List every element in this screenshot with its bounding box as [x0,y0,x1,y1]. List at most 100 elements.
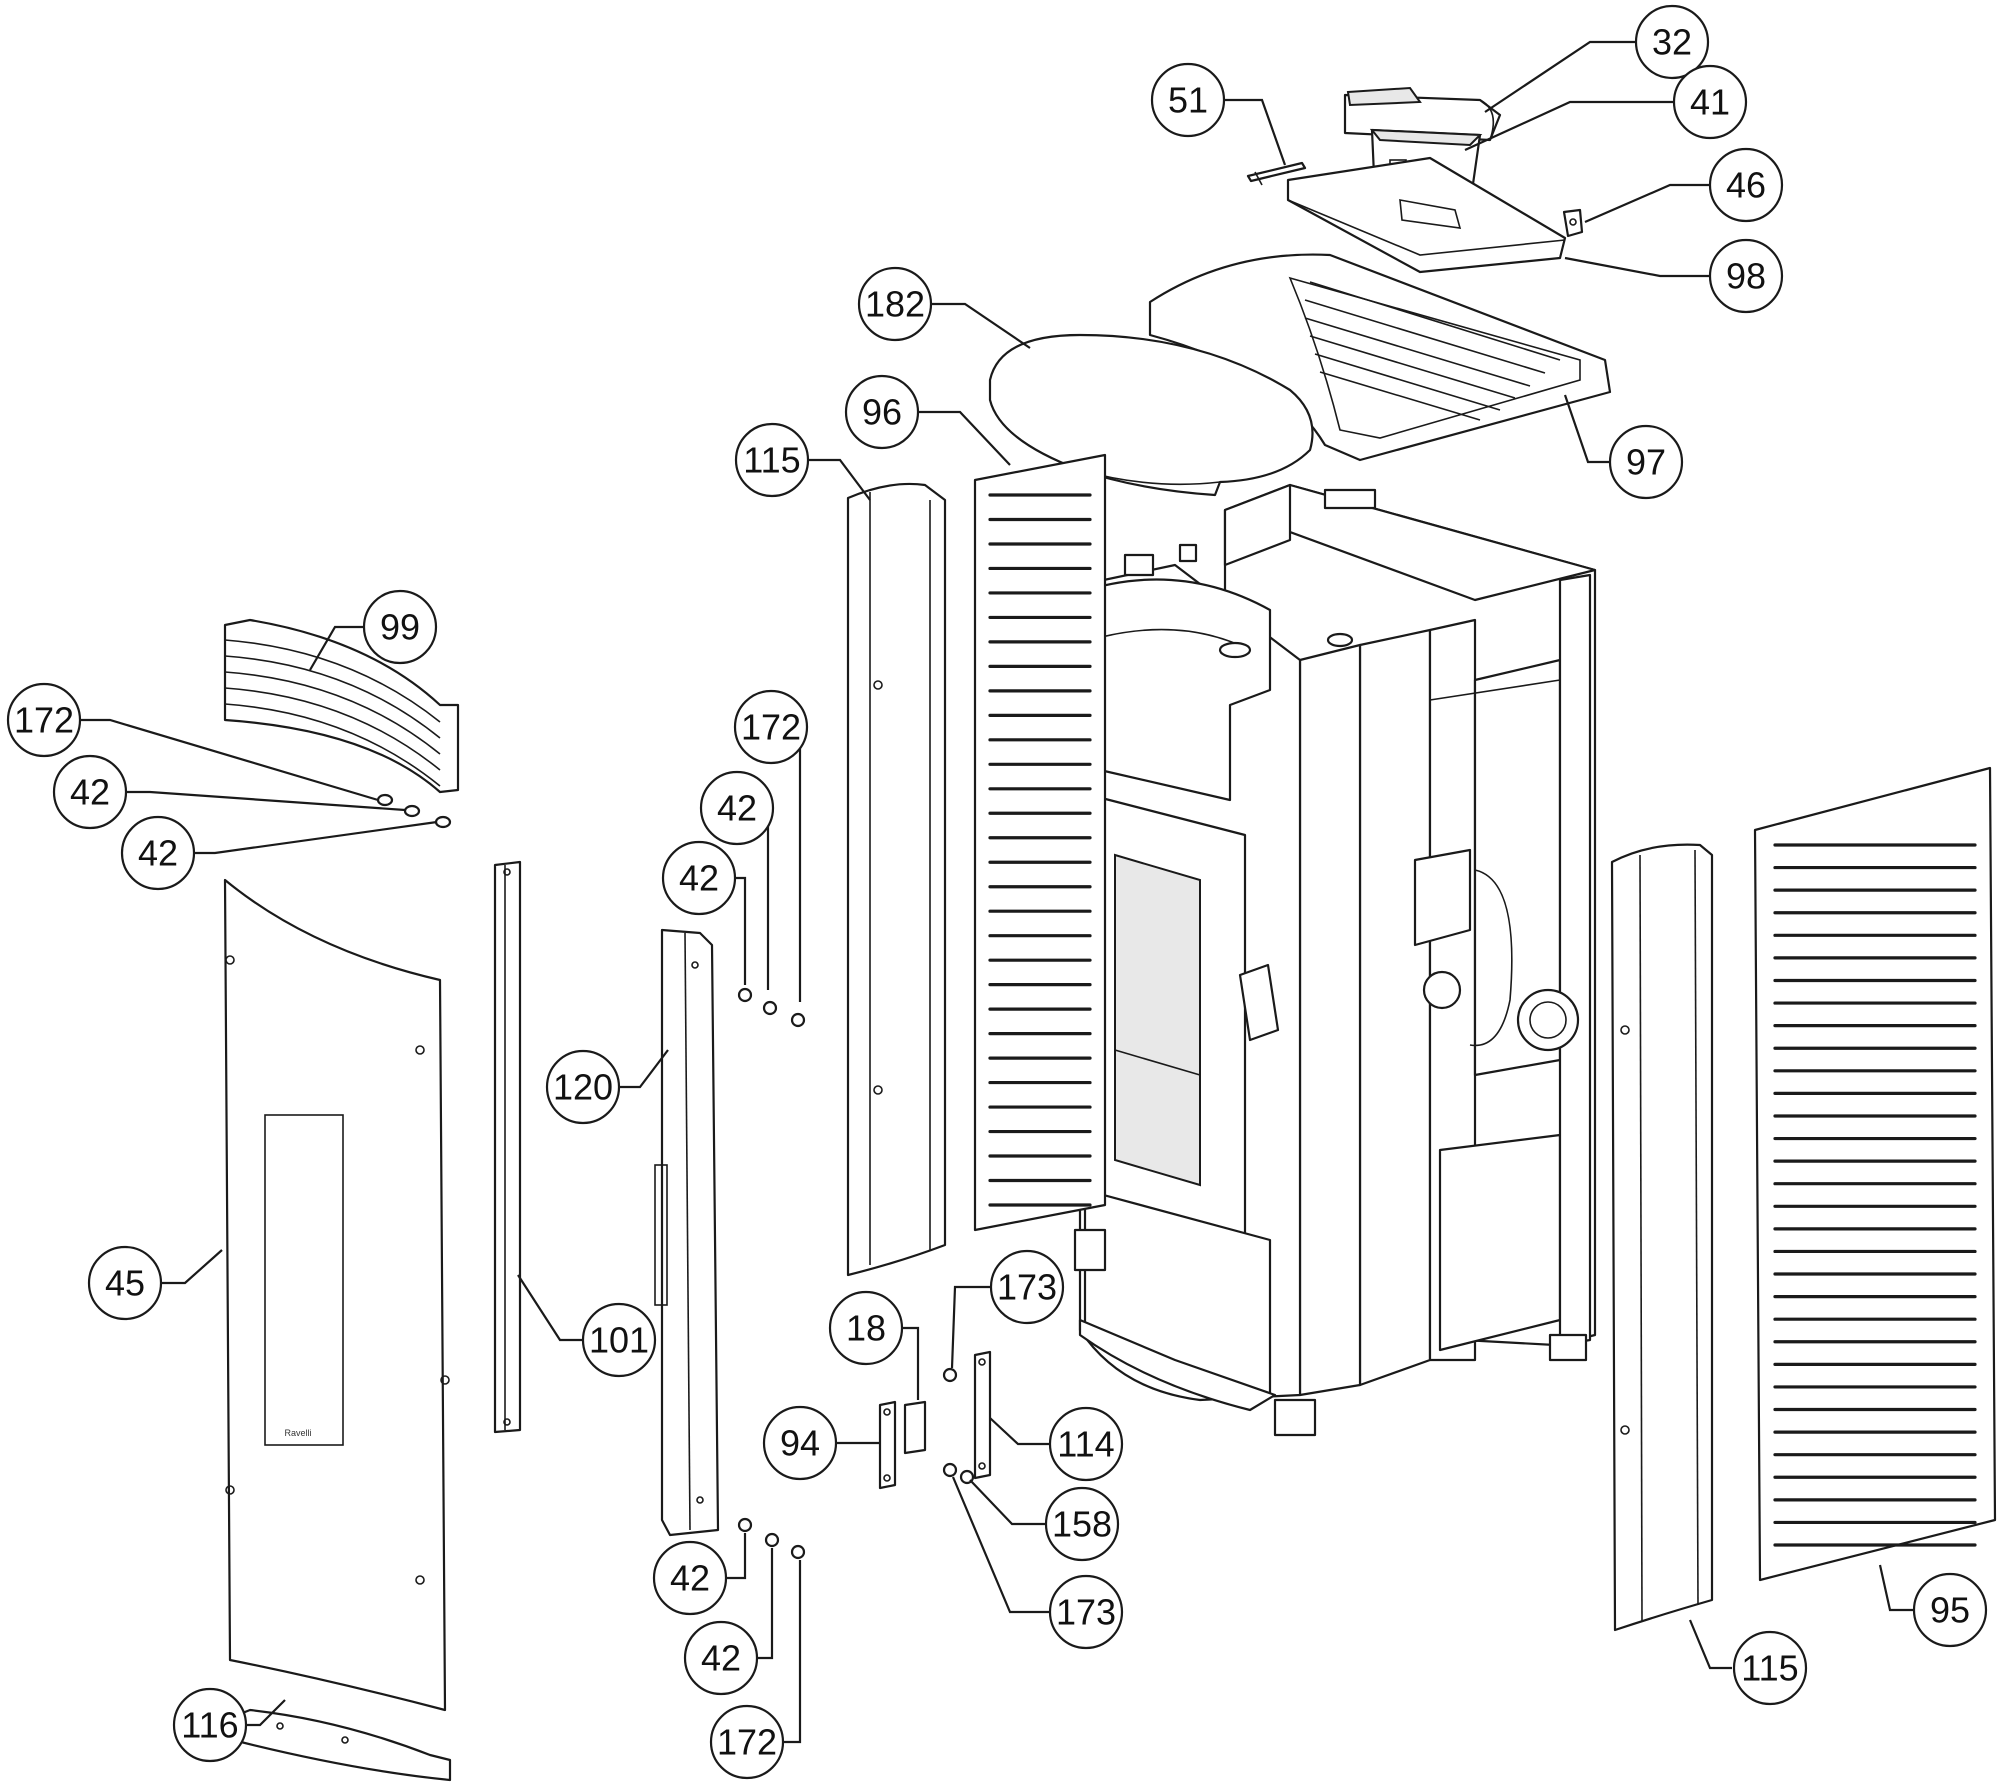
part-116-bottom-plinth [223,1708,452,1782]
callout-97: 97 [1608,424,1684,500]
callout-circle [762,1405,838,1481]
callout-label: 42 [138,833,178,874]
callout-label: 97 [1626,442,1666,483]
callout-circle [362,589,438,665]
callout-label: 115 [743,440,800,481]
part-95-right-louver-panel [1753,766,1997,1582]
callout-label: 18 [846,1308,886,1349]
fastener-173-158 [942,1367,975,1485]
callout-label: 172 [717,1722,777,1763]
callout-circle [857,266,933,342]
callout-51: 51 [1150,62,1226,138]
callout-label: 45 [105,1263,145,1304]
part-101-vertical-profile [493,860,522,1434]
callout-94: 94 [762,1405,838,1481]
callout-label: 42 [70,772,110,813]
callout-label: 98 [1726,256,1766,297]
callout-42: 42 [699,770,775,846]
callout-99: 99 [362,589,438,665]
callout-158: 158 [1044,1486,1120,1562]
callout-label: 42 [679,858,719,899]
part-115-left-trim [846,482,947,1277]
callout-circle [989,1249,1065,1325]
callout-115: 115 [734,422,810,498]
callout-18: 18 [828,1290,904,1366]
callout-circle [545,1049,621,1125]
callout-circle [844,374,920,450]
callout-172: 172 [733,689,809,765]
callout-label: 172 [14,700,74,741]
callout-label: 42 [717,788,757,829]
callout-116: 116 [172,1687,248,1763]
callout-circle [52,754,128,830]
callout-label: 116 [181,1705,238,1746]
part-51-bracket [1246,161,1307,186]
callout-115: 115 [1732,1630,1808,1706]
callout-42: 42 [683,1620,759,1696]
callout-circle [1708,238,1784,314]
fastener-group-upper [737,987,806,1028]
callout-circle [734,422,810,498]
callout-120: 120 [545,1049,621,1125]
part-94-latch-bracket [878,1400,897,1490]
callout-label: 51 [1168,80,1208,121]
callout-circle [733,689,809,765]
callout-circle [6,682,82,758]
callout-label: 173 [1056,1592,1116,1633]
callout-label: 46 [1726,165,1766,206]
callout-label: 172 [741,707,801,748]
callout-circle [581,1302,657,1378]
callout-label: 99 [380,607,420,648]
callout-circle [1150,62,1226,138]
callout-114: 114 [1048,1406,1124,1482]
callout-32: 32 [1634,4,1710,80]
callout-circle [1048,1406,1124,1482]
callout-172: 172 [6,682,82,758]
callout-173: 173 [1048,1574,1124,1650]
callout-42: 42 [652,1540,728,1616]
callout-182: 182 [857,266,933,342]
callout-42: 42 [661,840,737,916]
part-18-magnet [903,1400,927,1455]
callout-label: 32 [1652,22,1692,63]
callout-173: 173 [989,1249,1065,1325]
callout-96: 96 [844,374,920,450]
callout-95: 95 [1912,1572,1988,1648]
callout-label: 120 [553,1067,613,1108]
part-96-left-louver-panel [973,453,1107,1232]
callout-circle [1912,1572,1988,1648]
callout-45: 45 [87,1245,163,1321]
callout-circle [1048,1574,1124,1650]
part-114-strip [973,1350,992,1480]
callout-label: 96 [862,392,902,433]
callout-label: 41 [1690,82,1730,123]
callout-circle [828,1290,904,1366]
callout-label: 182 [865,284,925,325]
callout-circle [172,1687,248,1763]
callout-42: 42 [120,815,196,891]
callout-label: 114 [1057,1424,1114,1465]
part-98-top-plate [1286,156,1567,274]
callout-circle [1608,424,1684,500]
callout-41: 41 [1672,64,1748,140]
callout-circle [652,1540,728,1616]
callout-circle [1732,1630,1808,1706]
callout-101: 101 [581,1302,657,1378]
callout-98: 98 [1708,238,1784,314]
callout-42: 42 [52,754,128,830]
callout-label: 101 [589,1320,649,1361]
callout-172: 172 [709,1704,785,1780]
callout-label: 173 [997,1267,1057,1308]
fastener-group-left [376,793,452,829]
callout-label: 115 [1741,1648,1798,1689]
callout-circle [120,815,196,891]
part-32-hopper-lid [1343,86,1502,142]
callout-circle [1044,1486,1120,1562]
callout-circle [1672,64,1748,140]
part-46-clip [1562,208,1584,238]
callout-label: 158 [1052,1504,1112,1545]
callout-46: 46 [1708,147,1784,223]
front-panel-logo: Ravelli [284,1428,311,1438]
callout-circle [699,770,775,846]
